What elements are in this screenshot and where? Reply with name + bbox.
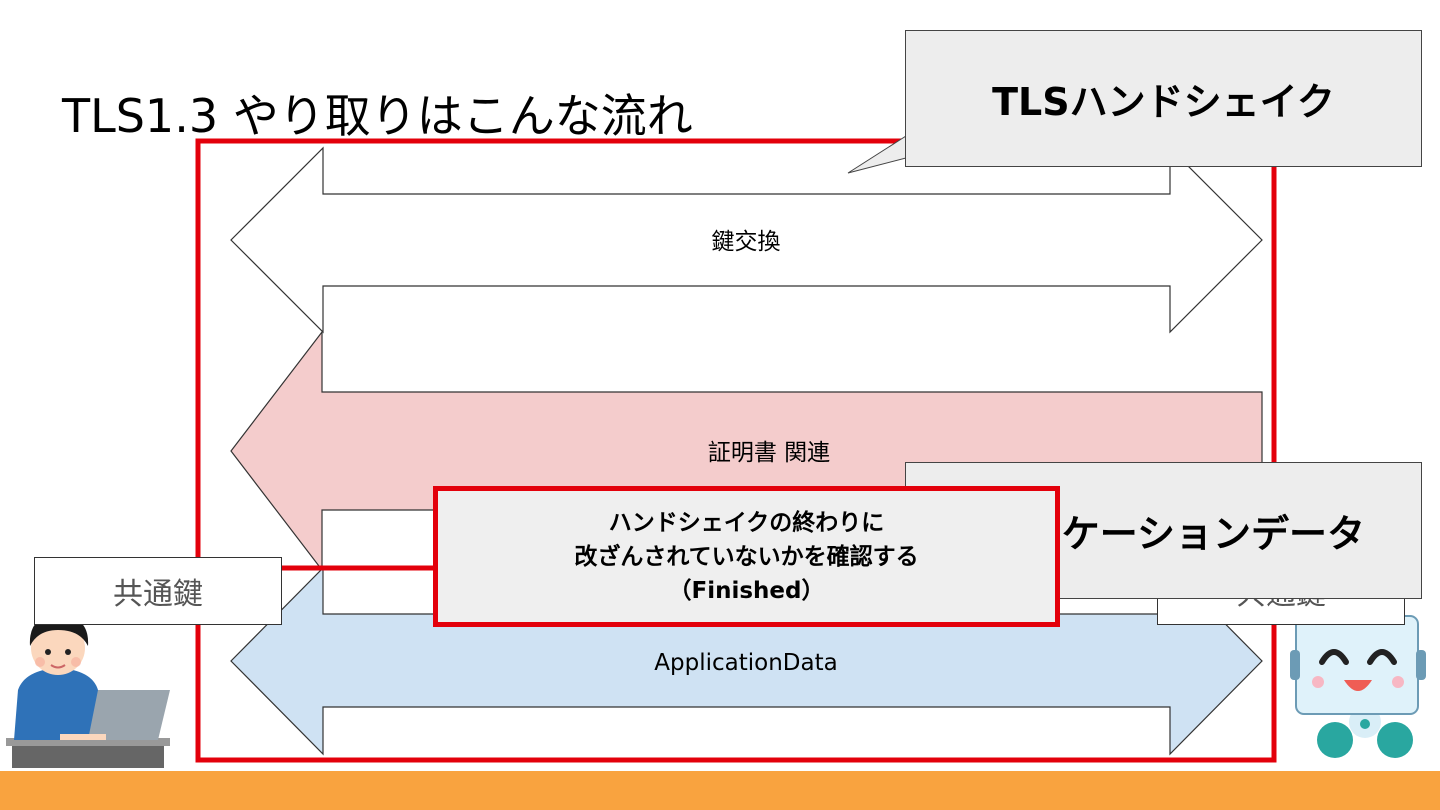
application-data-label: ApplicationData <box>654 650 837 676</box>
slide-title: TLS1.3 やり取りはこんな流れ <box>61 89 693 143</box>
finished-line-3: （Finished） <box>669 574 825 608</box>
finished-box: ハンドシェイクの終わりに 改ざんされていないかを確認する （Finished） <box>433 486 1060 627</box>
finished-line-1: ハンドシェイクの終わりに <box>609 506 885 540</box>
finished-line-2: 改ざんされていないかを確認する <box>574 540 918 574</box>
key-exchange-arrow: 鍵交換 <box>231 148 1262 332</box>
person-with-laptop-icon <box>6 614 170 768</box>
bottom-bar <box>0 771 1440 810</box>
tls-handshake-callout: TLSハンドシェイク <box>905 30 1422 167</box>
left-key-label: 共通鍵 <box>34 557 282 625</box>
key-exchange-label: 鍵交換 <box>712 229 781 255</box>
certificate-label: 証明書 関連 <box>708 440 830 466</box>
server-robot-icon <box>1290 616 1426 758</box>
